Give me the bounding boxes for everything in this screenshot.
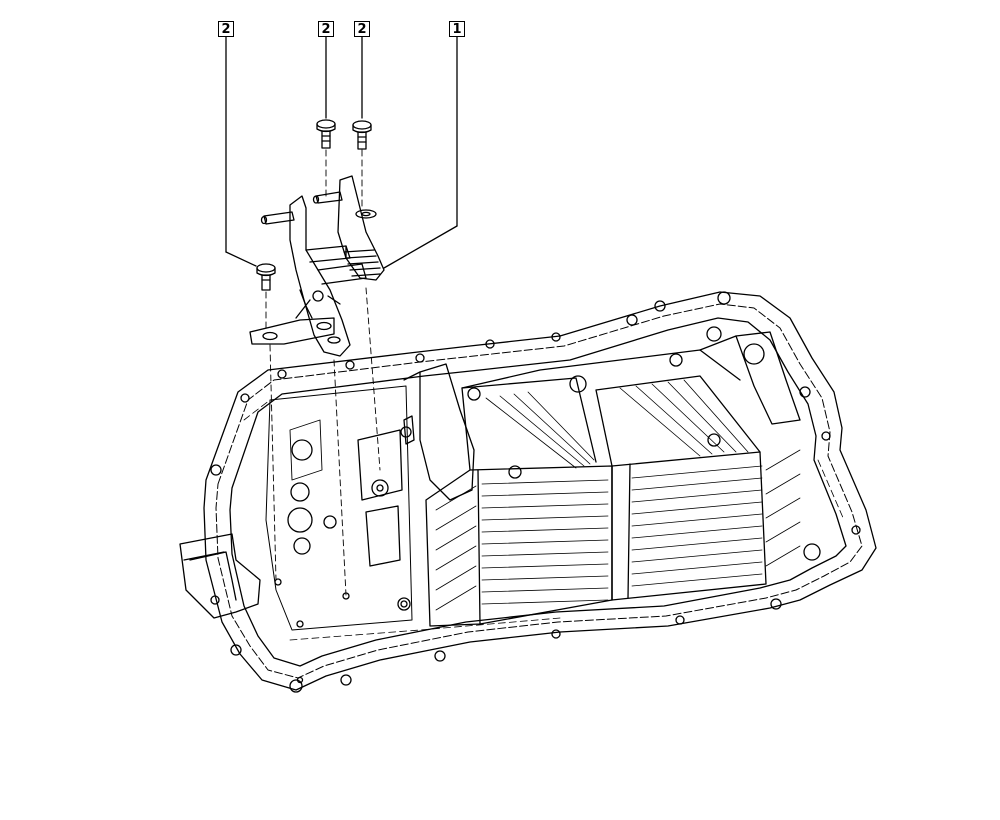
- bolt-mid: [316, 119, 336, 149]
- callout-2-mid: 2: [318, 21, 334, 37]
- callout-label: 1: [452, 21, 462, 37]
- callout-label: 2: [221, 21, 231, 37]
- hidden-edges: [243, 399, 845, 641]
- assembly-axes: [265, 149, 381, 596]
- bolt-right: [352, 120, 372, 150]
- bracket: [249, 175, 385, 357]
- flange-holes: [210, 291, 861, 693]
- callout-2-right: 2: [354, 21, 370, 37]
- cooler-core: [425, 331, 801, 627]
- callout-label: 2: [321, 21, 331, 37]
- leader-line-bolt-left-tip: [225, 251, 257, 267]
- callout-2-left: 2: [218, 21, 234, 37]
- bolt-left: [256, 263, 276, 291]
- leader-lines: [225, 35, 458, 269]
- housing: [179, 291, 877, 693]
- callout-label: 2: [357, 21, 367, 37]
- callout-1: 1: [449, 21, 465, 37]
- leader-line-bracket-tip: [383, 225, 458, 269]
